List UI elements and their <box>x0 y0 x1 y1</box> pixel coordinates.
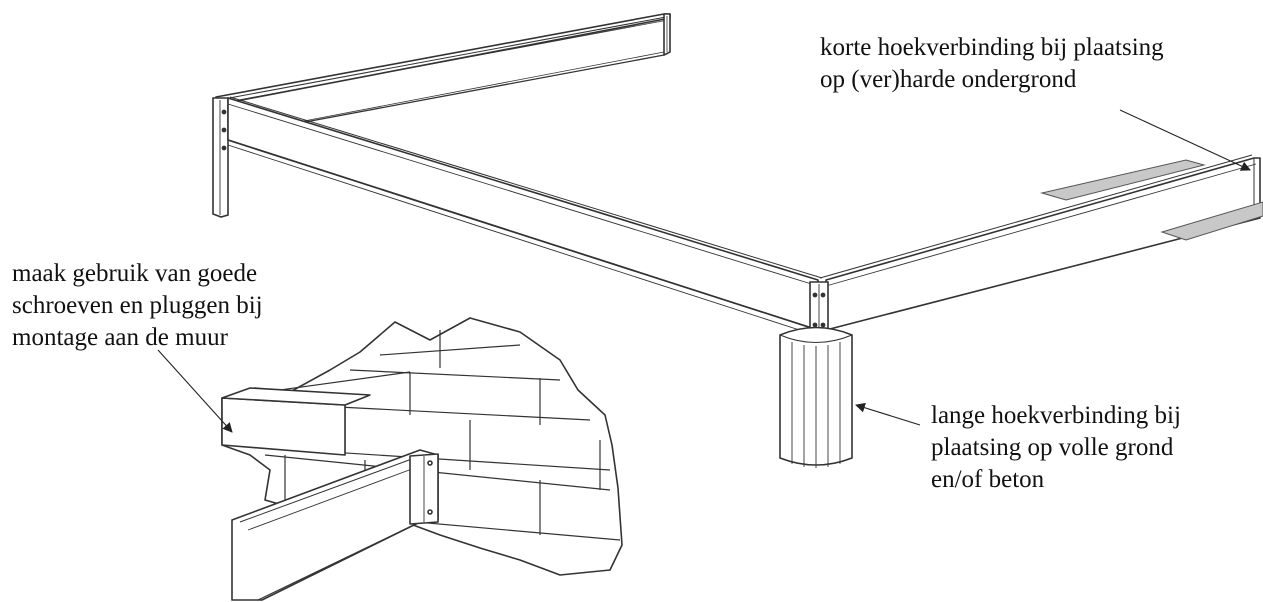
concrete-pillar <box>779 326 853 468</box>
short-corner-plates <box>1040 159 1263 241</box>
leader-long-corner <box>855 402 921 426</box>
wall-mounted-beam <box>231 449 439 601</box>
leader-short-corner <box>1119 109 1251 171</box>
wall-mount-label: maak gebruik van goede schroeven en plug… <box>12 258 263 354</box>
short-corner-label: korte hoekverbinding bij plaatsing op (v… <box>820 32 1164 96</box>
back-beam <box>215 13 671 124</box>
short-corner-label-line-1: korte hoekverbinding bij plaatsing <box>820 34 1164 61</box>
long-corner-label-line-3: en/of beton <box>931 466 1045 493</box>
leader-lines <box>157 109 1251 433</box>
left-corner-post <box>212 97 229 218</box>
long-corner-label-line-1: lange hoekverbinding bij <box>931 402 1181 429</box>
front-beam <box>227 96 823 337</box>
wall-mount-label-line-1: maak gebruik van goede <box>12 260 258 287</box>
right-beam <box>819 154 1261 331</box>
wall-mount-label-line-2: schroeven en pluggen bij <box>12 292 263 319</box>
wall-mount-label-line-3: montage aan de muur <box>12 324 228 351</box>
short-corner-label-line-2: op (ver)harde ondergrond <box>820 66 1077 93</box>
leader-wall-mount <box>157 349 233 433</box>
long-corner-label-line-2: plaatsing op volle grond <box>931 434 1174 461</box>
long-corner-label: lange hoekverbinding bij plaatsing op vo… <box>931 400 1181 496</box>
